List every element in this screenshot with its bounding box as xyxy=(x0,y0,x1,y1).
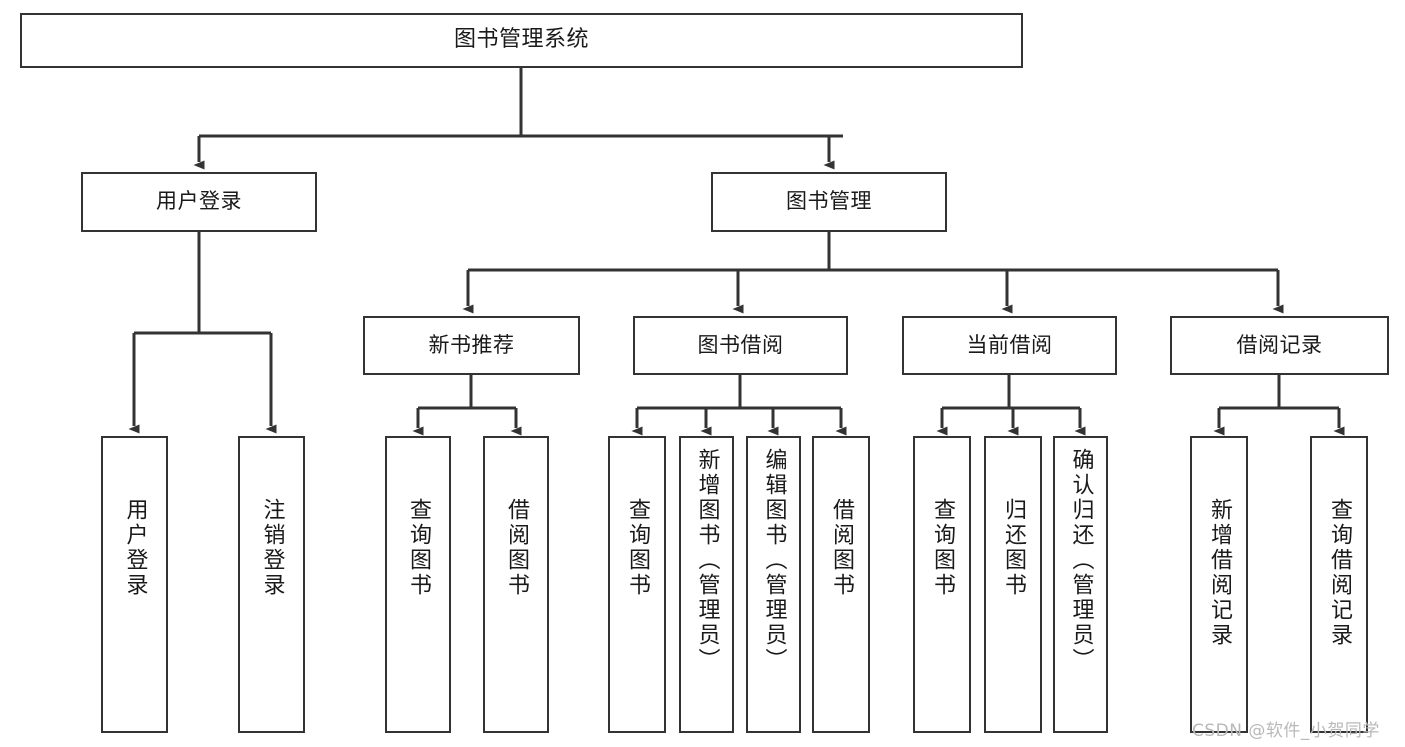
node-level2-0[interactable]: 用户登录 xyxy=(81,172,317,232)
node-leaf-11[interactable]: 新增借阅记录 xyxy=(1190,436,1248,733)
node-leaf-3[interactable]: 借阅图书 xyxy=(483,436,549,733)
node-level3-3-label: 借阅记录 xyxy=(1236,332,1323,357)
node-leaf-6[interactable]: 编辑图书（管理员） xyxy=(746,436,801,733)
node-leaf-5-label: 新增图书（管理员） xyxy=(694,448,720,673)
node-level2-1-label: 图书管理 xyxy=(786,189,872,214)
node-level3-1-label: 图书借阅 xyxy=(697,332,784,357)
node-level3-2-label: 当前借阅 xyxy=(966,332,1053,357)
node-root[interactable]: 图书管理系统 xyxy=(20,13,1023,68)
node-root-label: 图书管理系统 xyxy=(453,27,589,53)
node-leaf-8[interactable]: 查询图书 xyxy=(913,436,971,733)
node-leaf-1[interactable]: 注销登录 xyxy=(238,436,305,733)
node-leaf-4[interactable]: 查询图书 xyxy=(608,436,666,733)
node-leaf-10-label: 确认归还（管理员） xyxy=(1068,448,1094,673)
node-leaf-2[interactable]: 查询图书 xyxy=(385,436,451,733)
watermark: CSDN @软件_小贺同学 xyxy=(1192,721,1380,741)
node-leaf-4-label: 查询图书 xyxy=(625,498,650,598)
node-leaf-5[interactable]: 新增图书（管理员） xyxy=(679,436,734,733)
node-leaf-8-label: 查询图书 xyxy=(930,498,955,598)
node-level3-0[interactable]: 新书推荐 xyxy=(363,316,580,375)
node-leaf-10[interactable]: 确认归还（管理员） xyxy=(1053,436,1108,733)
node-leaf-7-label: 借阅图书 xyxy=(829,498,854,598)
node-leaf-3-label: 借阅图书 xyxy=(504,498,529,598)
node-level2-0-label: 用户登录 xyxy=(156,189,242,214)
node-leaf-1-label: 注销登录 xyxy=(259,498,285,598)
node-leaf-0[interactable]: 用户登录 xyxy=(101,436,168,733)
node-level2-1[interactable]: 图书管理 xyxy=(711,172,947,232)
node-leaf-7[interactable]: 借阅图书 xyxy=(812,436,870,733)
node-leaf-2-label: 查询图书 xyxy=(406,498,431,598)
node-leaf-0-label: 用户登录 xyxy=(122,498,148,598)
node-level3-0-label: 新书推荐 xyxy=(428,332,515,357)
node-level3-2[interactable]: 当前借阅 xyxy=(902,316,1117,375)
node-leaf-9-label: 归还图书 xyxy=(1001,498,1026,598)
node-leaf-9[interactable]: 归还图书 xyxy=(984,436,1042,733)
node-leaf-12-label: 查询借阅记录 xyxy=(1327,498,1352,648)
node-leaf-11-label: 新增借阅记录 xyxy=(1207,498,1232,648)
node-leaf-6-label: 编辑图书（管理员） xyxy=(761,448,787,673)
node-leaf-12[interactable]: 查询借阅记录 xyxy=(1310,436,1368,733)
node-level3-1[interactable]: 图书借阅 xyxy=(633,316,848,375)
node-level3-3[interactable]: 借阅记录 xyxy=(1170,316,1389,375)
